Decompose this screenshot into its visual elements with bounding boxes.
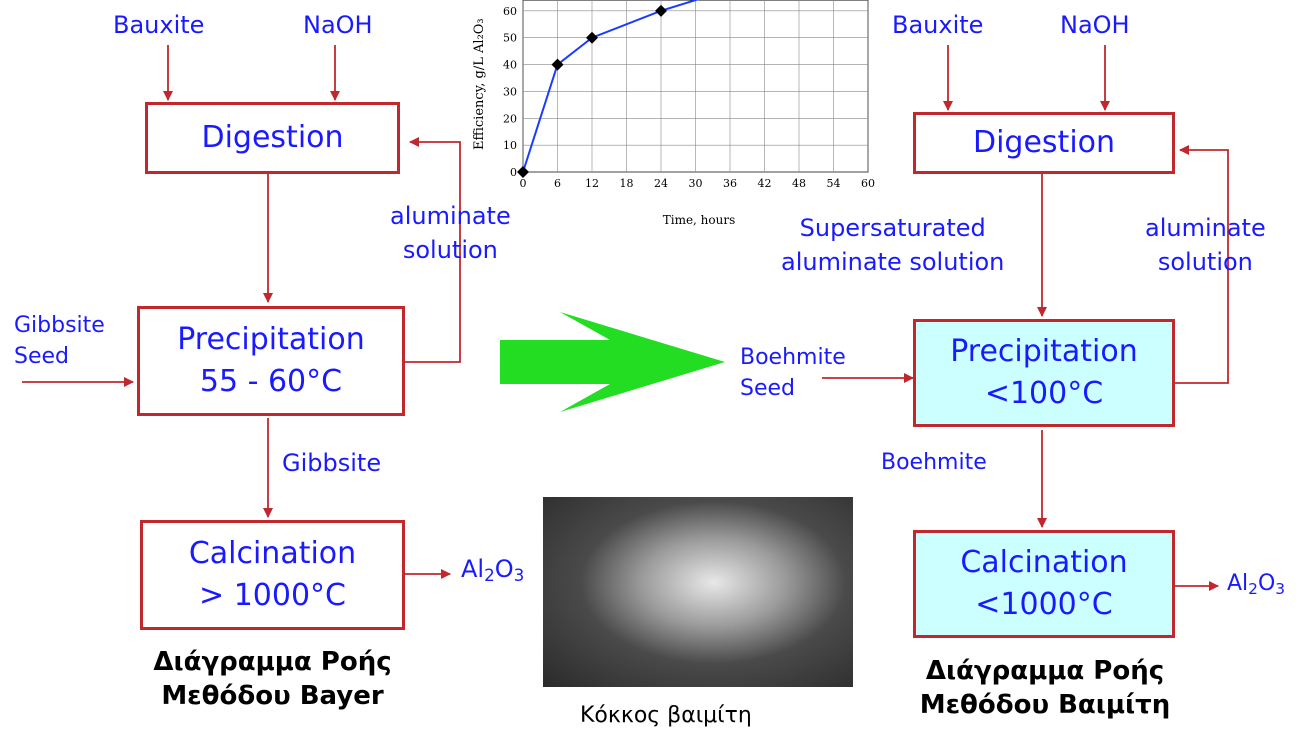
bayer-seed-line1: Gibbsite — [14, 313, 105, 338]
bayer-output-sub1: 2 — [484, 565, 495, 586]
chart-x-tick-label: 36 — [723, 177, 737, 190]
boeh-recycle-label: aluminate solution — [1145, 214, 1266, 276]
chart-series-line — [522, 0, 700, 173]
chart-y-tick-label: 30 — [503, 85, 517, 98]
chart-data-point — [586, 31, 598, 44]
boeh-product-label: Boehmite — [881, 450, 987, 475]
boeh-precipitation-box: Precipitation <100°C — [913, 319, 1175, 427]
boeh-output-formula: Al2O3 — [1227, 571, 1285, 599]
chart-x-tick-label: 30 — [689, 177, 703, 190]
boeh-caption: Διάγραμμα Ροής Μεθόδου Βαιμίτη — [895, 655, 1195, 723]
boeh-seed-label: Boehmite Seed — [740, 345, 846, 402]
bayer-recycle-label: aluminate solution — [390, 202, 511, 264]
chart-data-point — [517, 166, 529, 178]
boeh-seed-line2: Seed — [740, 376, 795, 402]
boeh-seed-line1: Boehmite — [740, 345, 846, 370]
boeh-output-sub2: 3 — [1275, 579, 1286, 598]
boeh-output-sub1: 2 — [1248, 579, 1258, 598]
chart-y-axis-label: Efficiency, g/L Al₂O₃ — [472, 18, 487, 150]
boeh-calcination-box: Calcination <1000°C — [913, 530, 1175, 638]
boeh-digestion-box: Digestion — [913, 112, 1175, 174]
chart-y-tick-label: 50 — [503, 32, 517, 45]
bayer-calc-line2: > 1000°C — [199, 578, 346, 613]
bayer-caption-line2: Μεθόδου Bayer — [161, 680, 384, 711]
bayer-output-mid: O — [494, 555, 514, 583]
chart-data-point — [551, 58, 564, 71]
boeh-calc-line2: <1000°C — [975, 587, 1113, 622]
boeh-digestion-text: Digestion — [972, 125, 1116, 160]
boeh-supersat-line1: Supersaturated — [799, 214, 986, 242]
bayer-recycle-line — [405, 137, 461, 363]
boeh-supersat-label: Supersaturated aluminate solution — [781, 214, 1005, 276]
bayer-recycle-line1: aluminate — [390, 202, 511, 230]
sem-micrograph-image — [543, 497, 853, 687]
bayer-digestion-text: Digestion — [201, 120, 344, 155]
chart-y-tick-label: 10 — [503, 139, 517, 152]
chart-y-tick-label: 0 — [510, 166, 517, 179]
boeh-precip-line1: Precipitation — [950, 334, 1138, 369]
chart-x-tick-label: 42 — [758, 177, 772, 190]
bayer-output-formula: Al2O3 — [461, 555, 525, 586]
chart-ticks: 0 6 12 18 24 30 36 42 48 54 60 0 10 20 30 40 50 60 — [503, 5, 875, 190]
boeh-recycle-line — [1175, 145, 1229, 384]
bayer-bauxite-label: Bauxite — [113, 11, 205, 39]
chart-x-tick-label: 24 — [654, 177, 668, 190]
bayer-recycle-line2: solution — [402, 235, 498, 264]
chart-y-tick-label: 20 — [503, 112, 517, 125]
bayer-precipitation-box: Precipitation 55 - 60°C — [137, 306, 405, 416]
bayer-calcination-box: Calcination > 1000°C — [140, 520, 405, 630]
boeh-calc-line1: Calcination — [960, 545, 1128, 580]
boeh-recycle-line1: aluminate — [1145, 214, 1266, 242]
bayer-calc-line1: Calcination — [188, 536, 357, 571]
bayer-caption-line1: Διάγραμμα Ροής — [153, 647, 392, 677]
boeh-caption-line2: Μεθόδου Βαιμίτη — [919, 689, 1171, 720]
boeh-naoh-label: NaOH — [1060, 11, 1130, 39]
chart-grid — [522, 0, 869, 173]
chart-x-tick-label: 18 — [620, 177, 634, 190]
boeh-precip-line2: <100°C — [984, 376, 1104, 411]
boeh-recycle-line2: solution — [1157, 247, 1253, 276]
boeh-supersat-line2: aluminate solution — [781, 247, 1005, 276]
chart-x-tick-label: 12 — [585, 177, 599, 190]
bayer-output-sub2: 3 — [513, 565, 525, 586]
bayer-caption: Διάγραμμα Ροής Μεθόδου Bayer — [120, 646, 425, 714]
bayer-digestion-box: Digestion — [145, 102, 400, 174]
chart-x-tick-label: 60 — [861, 177, 875, 190]
efficiency-chart: 0 6 12 18 24 30 36 42 48 54 60 0 10 20 30 40 50 60 Time, … — [472, 0, 875, 227]
chart-x-tick-label: 48 — [792, 177, 806, 190]
bayer-output-prefix: Al — [461, 555, 485, 583]
boeh-output-mid: O — [1257, 571, 1276, 596]
bayer-seed-label: Gibbsite Seed — [14, 313, 105, 370]
bayer-seed-line2: Seed — [14, 344, 69, 370]
bayer-product-label: Gibbsite — [282, 449, 382, 477]
chart-x-tick-label: 0 — [520, 177, 527, 190]
chart-y-tick-label: 40 — [503, 59, 517, 72]
bayer-precip-line1: Precipitation — [177, 322, 365, 357]
sem-image-caption: Κόκκος βαιμίτη — [580, 703, 752, 728]
chart-data-point — [655, 4, 667, 17]
big-transition-arrow — [500, 312, 725, 412]
boeh-output-prefix: Al — [1227, 571, 1249, 596]
chart-x-axis-label: Time, hours — [663, 213, 736, 227]
chart-y-tick-label: 60 — [503, 5, 517, 18]
boeh-caption-line1: Διάγραμμα Ροής — [925, 656, 1165, 686]
boeh-bauxite-label: Bauxite — [892, 11, 984, 39]
chart-x-tick-label: 54 — [827, 177, 841, 190]
bayer-precip-line2: 55 - 60°C — [199, 364, 343, 399]
chart-series — [517, 0, 700, 178]
chart-x-tick-label: 6 — [554, 177, 561, 190]
bayer-naoh-label: NaOH — [303, 11, 373, 39]
